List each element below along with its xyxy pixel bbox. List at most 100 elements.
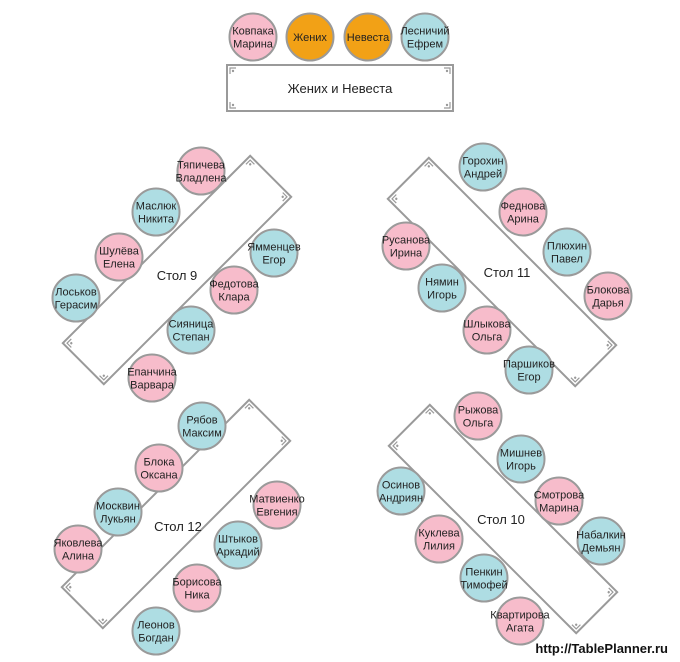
seat-name-line: Матвиенко bbox=[249, 494, 304, 506]
seat-head-2: Невеста bbox=[343, 12, 393, 62]
seat-name-line: Егор bbox=[262, 255, 285, 267]
seat-name-line: Павел bbox=[551, 254, 583, 266]
seat-name-line: Набалкин bbox=[576, 530, 626, 542]
seat-circle bbox=[417, 263, 467, 313]
seat-circle bbox=[172, 563, 222, 613]
table-corner-dot bbox=[247, 407, 251, 410]
seat-name-line: Москвин bbox=[96, 501, 140, 513]
seat-circle bbox=[94, 232, 144, 282]
seat-circle bbox=[53, 524, 103, 574]
table-corner-ornament bbox=[281, 436, 287, 446]
seat-name-line: Игорь bbox=[506, 461, 536, 473]
seat-name-line: Тяпичева bbox=[177, 160, 226, 172]
seat-name-line: Клара bbox=[218, 292, 250, 304]
seat-name-line: Богдан bbox=[138, 633, 173, 645]
seat-name-line: Елена bbox=[103, 259, 136, 271]
seat-name-line: Епанчина bbox=[127, 367, 177, 379]
seat-name-line: Ольга bbox=[472, 332, 503, 344]
seat-name-line: Лилия bbox=[423, 541, 455, 553]
seat-name-line: Штыков bbox=[218, 534, 258, 546]
seat-name-line: Леонов bbox=[137, 620, 175, 632]
table-corner-ornament bbox=[444, 67, 451, 74]
table-label: Стол 10 bbox=[477, 512, 525, 527]
seat-name-line: Максим bbox=[182, 428, 222, 440]
table-corner-dot bbox=[427, 165, 431, 168]
seat-name-line: Владлена bbox=[175, 173, 227, 185]
seat-name-line: Марина bbox=[233, 39, 274, 51]
seat-circle bbox=[459, 553, 509, 603]
seat-name-line: Лукьян bbox=[100, 514, 135, 526]
seat-circle bbox=[414, 514, 464, 564]
seat-name-line: Андрей bbox=[464, 169, 502, 181]
table-corner-dot bbox=[606, 343, 609, 347]
seat-name-line: Ирина bbox=[390, 248, 423, 260]
seat-circle bbox=[249, 228, 299, 278]
seat-name-line: Яковлева bbox=[54, 538, 104, 550]
table-corner-ornament bbox=[282, 192, 288, 202]
table-corner-dot bbox=[428, 412, 432, 415]
head-table: Жених и Невеста bbox=[226, 64, 454, 112]
table-corner-dot bbox=[248, 163, 252, 166]
table-corner-dot bbox=[395, 197, 398, 201]
seat-name-line: Демьян bbox=[582, 543, 621, 555]
seat-name-line: Блокова bbox=[587, 285, 631, 297]
seat-name-line: Ковпака bbox=[232, 26, 274, 38]
table-corner-ornament bbox=[424, 161, 434, 167]
seat-circle bbox=[131, 606, 181, 656]
seat-name-line: Шулёва bbox=[99, 246, 140, 258]
table-corner-dot bbox=[607, 590, 610, 594]
seat-name-line: Степан bbox=[172, 332, 209, 344]
table-corner-dot bbox=[280, 439, 283, 443]
seat-circle bbox=[127, 353, 177, 403]
seat-circle bbox=[498, 187, 548, 237]
table-surface bbox=[61, 154, 293, 386]
seat-name-line: Лоськов bbox=[55, 287, 97, 299]
seat-circle bbox=[496, 434, 546, 484]
seat-circle bbox=[285, 12, 335, 62]
table-label: Стол 9 bbox=[157, 268, 198, 283]
table-corner-dot bbox=[396, 444, 399, 448]
seat-name-line: Лесничий bbox=[400, 26, 449, 38]
table-corner-ornament bbox=[229, 102, 236, 109]
seat-head-1: Жених bbox=[285, 12, 335, 62]
table-surface bbox=[387, 403, 619, 635]
seat-circle bbox=[400, 12, 450, 62]
seat-name-line: Мишнев bbox=[500, 448, 542, 460]
table-corner-ornament bbox=[229, 67, 236, 74]
seat-name-line: Квартирова bbox=[490, 610, 550, 622]
seat-name-line: Ольга bbox=[463, 418, 494, 430]
table-body bbox=[386, 156, 618, 388]
seat-name-line: Алина bbox=[62, 551, 95, 563]
seat-name-line: Рыжова bbox=[458, 405, 499, 417]
seat-name-line: Евгения bbox=[256, 507, 297, 519]
seat-name-line: Шлыкова bbox=[463, 319, 511, 331]
seat-circle bbox=[51, 273, 101, 323]
seat-name-line: Арина bbox=[507, 214, 540, 226]
seat-name-line: Аркадий bbox=[216, 547, 259, 559]
seat-name-line: Жених bbox=[293, 32, 327, 44]
seat-circle bbox=[504, 345, 554, 395]
table-surface bbox=[386, 156, 618, 388]
table-corner-ornament bbox=[571, 624, 581, 630]
table-body bbox=[387, 403, 619, 635]
table-body bbox=[60, 398, 292, 630]
seat-name-line: Горохин bbox=[462, 156, 503, 168]
seat-circle bbox=[131, 187, 181, 237]
seat-circle bbox=[453, 391, 503, 441]
seat-circle bbox=[583, 271, 633, 321]
seat-name-line: Нямин bbox=[425, 277, 459, 289]
seat-circle bbox=[458, 142, 508, 192]
